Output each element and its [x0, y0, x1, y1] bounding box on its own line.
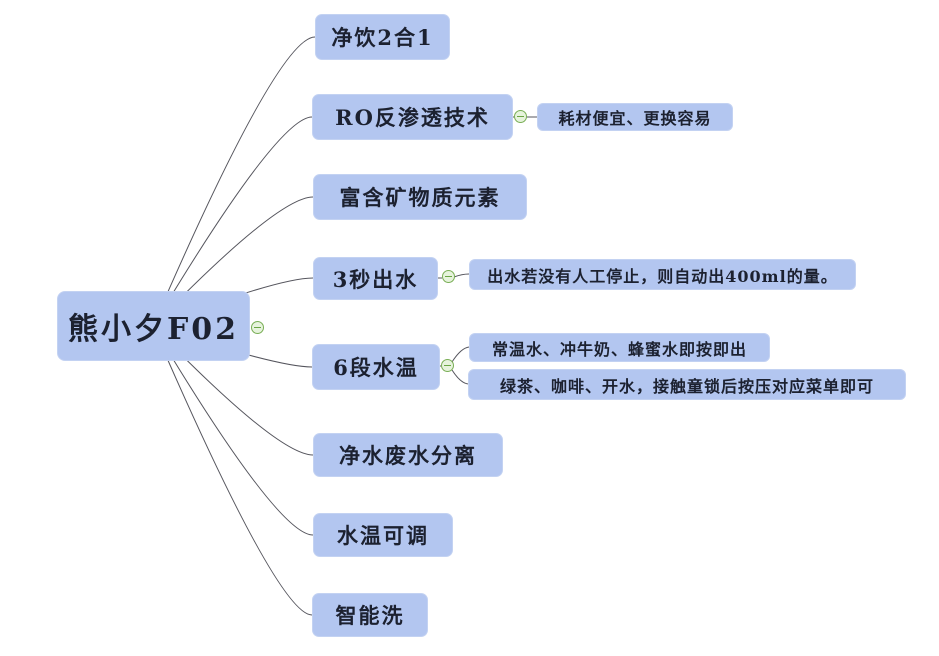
minus-icon — [517, 116, 524, 117]
branch-topic-3[interactable]: 富含矿物质元素 — [313, 174, 527, 220]
branch-topic-1[interactable]: 净饮2合1 — [315, 14, 450, 60]
subtopic-2-1[interactable]: 耗材便宜、更换容易 — [537, 103, 733, 131]
branch-4-collapse-icon[interactable] — [442, 270, 455, 283]
minus-icon — [445, 276, 452, 277]
minus-icon — [254, 327, 261, 328]
branch-topic-4[interactable]: 3秒出水 — [313, 257, 438, 300]
branch-topic-2[interactable]: RO反渗透技术 — [312, 94, 513, 140]
root-collapse-icon[interactable] — [251, 321, 264, 334]
branch-5-collapse-icon[interactable] — [441, 359, 454, 372]
branch-connector-8 — [152, 325, 313, 616]
branch-topic-7[interactable]: 水温可调 — [313, 513, 453, 557]
branch-topic-5[interactable]: 6段水温 — [312, 344, 440, 390]
branch-connector-2 — [152, 116, 313, 327]
branch-topic-6[interactable]: 净水废水分离 — [313, 433, 503, 477]
subtopic-4-1[interactable]: 出水若没有人工停止，则自动出400ml的量。 — [469, 259, 856, 290]
sub-connector-5b — [451, 369, 470, 385]
subtopic-5-1[interactable]: 常温水、冲牛奶、蜂蜜水即按即出 — [469, 333, 770, 362]
subtopic-5-2[interactable]: 绿茶、咖啡、开水，接触童锁后按压对应菜单即可 — [468, 369, 906, 400]
branch-connector-1 — [152, 36, 316, 327]
root-topic[interactable]: 熊小夕F02 — [57, 291, 250, 361]
branch-topic-8[interactable]: 智能洗 — [312, 593, 428, 637]
sub-connector-4a — [438, 273, 470, 279]
branch-connector-7 — [152, 325, 314, 536]
sub-connector-5a — [440, 346, 470, 367]
branch-2-collapse-icon[interactable] — [514, 110, 527, 123]
minus-icon — [444, 365, 451, 366]
